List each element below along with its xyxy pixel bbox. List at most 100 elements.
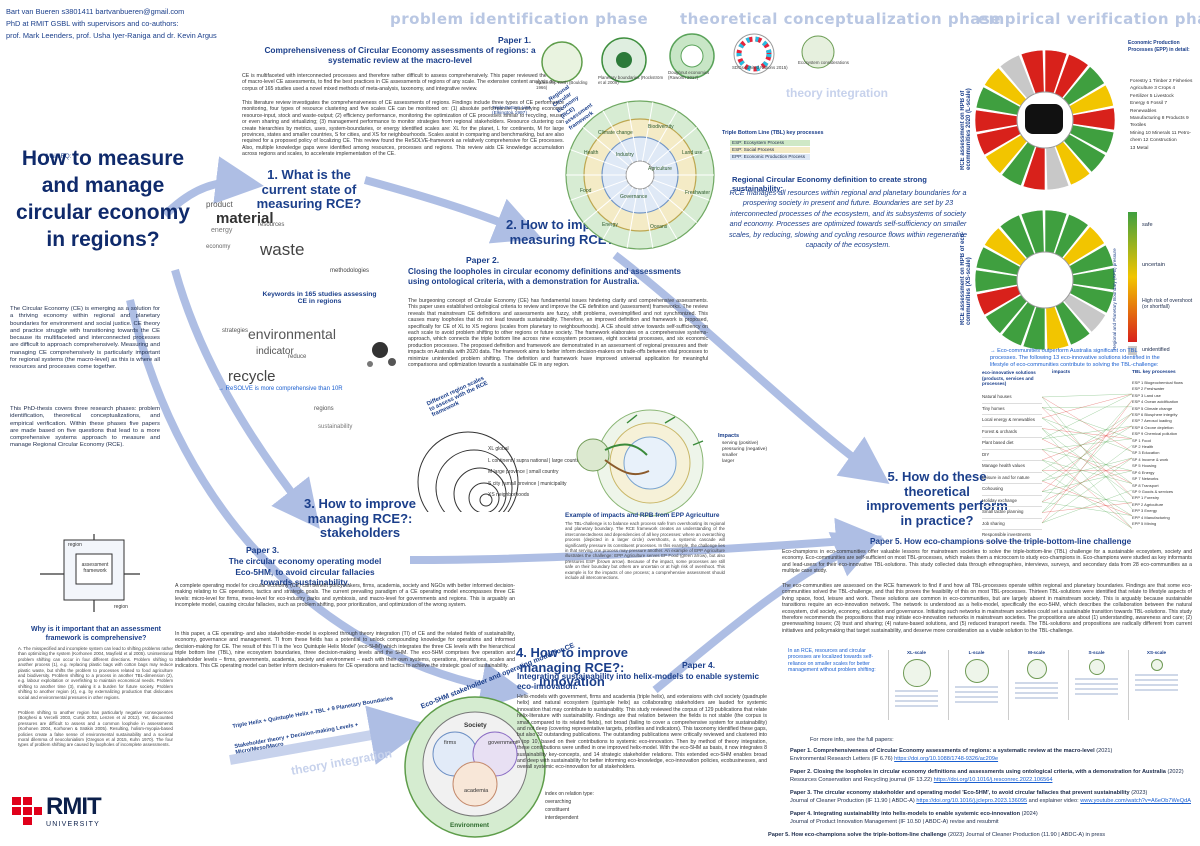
paper4-label: Paper 4. xyxy=(682,660,716,670)
word: product xyxy=(206,200,233,209)
paper2-title: Closing the loopholes in circular econom… xyxy=(408,267,681,286)
theory-frameworks xyxy=(541,33,835,83)
paper5-ref-year: (2023) Journal of Cleaner Production (11… xyxy=(946,832,1106,838)
paper3-ref-title: Paper 3. The circular economy stakeholde… xyxy=(790,790,1130,796)
australia-map-icon xyxy=(1025,104,1063,134)
paper1-body: This literature review investigates the … xyxy=(242,100,564,158)
solution-link xyxy=(1041,501,1133,516)
solution-link xyxy=(1041,480,1133,516)
helix-bar xyxy=(955,696,998,698)
tbl-item: EPP 1 Forestry xyxy=(1132,495,1160,501)
solution-link xyxy=(1041,457,1133,503)
epp-legend-item: Agriculture 3 Crops 4 Fertilizer 5 Lives… xyxy=(1130,86,1176,99)
paper1-doi-link[interactable]: https://doi.org/10.1088/1748-9326/ac209e xyxy=(894,756,999,762)
helix-column: L-scale xyxy=(948,650,1004,720)
segment-label: Oceans xyxy=(650,224,668,230)
helix-column: XL-scale xyxy=(888,650,944,720)
author-line: Bart van Bueren s3801411 bartvanbueren@g… xyxy=(6,7,185,16)
rmit-logo-mark xyxy=(12,797,42,831)
helix-bar xyxy=(895,705,938,707)
question-1: 1. What is the current state of measurin… xyxy=(256,167,362,212)
solution-item: Forest & orchards xyxy=(982,427,1042,438)
helix-bar xyxy=(1135,674,1178,676)
paper4-ref-year: (2024) xyxy=(1020,811,1038,817)
ecosystem-icon xyxy=(801,35,835,69)
wheel-hub xyxy=(1016,251,1074,309)
paper3-video-link[interactable]: www.youtube.com/watch?v=A6eOb7WeQdA xyxy=(1080,798,1191,804)
paper3-ref-journal: Journal of Cleaner Production (IF 11.90 … xyxy=(790,798,1191,805)
boundary-safe: safe xyxy=(1142,222,1153,228)
segment-label: Land use xyxy=(682,150,703,156)
eco5hm-level: academia xyxy=(464,788,489,794)
rce-spokes xyxy=(566,102,714,248)
tbl-label: Triple Bottom Line (Elkington 1997) xyxy=(492,106,531,116)
segment-label: Energy xyxy=(602,222,618,228)
solution-link xyxy=(1041,438,1133,450)
paper3-journal: Journal of Cleaner Production (IF 11.90 … xyxy=(790,798,915,804)
solution-item: Job sharing xyxy=(982,519,1042,530)
paper1-ref: Paper 1. Comprehensiveness of Circular E… xyxy=(790,748,1112,755)
rce-spoke xyxy=(570,149,628,171)
tbl-item: ESP 6 Biosphere integrity xyxy=(1132,412,1178,418)
solution-link xyxy=(1041,449,1133,471)
example-caption: Example of impacts and RPB from EPP Agri… xyxy=(565,512,720,519)
tbl-item: SP 5 Housing xyxy=(1132,463,1157,469)
paper1-ref-journal: Environmental Research Letters (IF 6.76)… xyxy=(790,756,998,763)
definition-text: RCE manages all resources within regiona… xyxy=(728,188,968,250)
solutions-diagram: eco-innovative solutions (products, serv… xyxy=(982,370,1187,542)
paper3-title: The circular economy operating model Eco… xyxy=(228,556,382,587)
solutions-note: → Eco-communities outperform Australia s… xyxy=(990,348,1160,368)
helix-column: S-scale xyxy=(1068,650,1124,720)
arrow-main-to-q1 xyxy=(162,156,264,218)
paper2-doi-link[interactable]: https://doi.org/10.1016/j.resconrec.2022… xyxy=(933,777,1053,783)
paper1-ref-title: Paper 1. Comprehensiveness of Circular E… xyxy=(790,748,1095,754)
paper4-ref: Paper 4. Integrating sustainability into… xyxy=(790,811,1038,818)
solution-link xyxy=(1041,457,1133,482)
solution-link xyxy=(1041,400,1133,503)
rce-chart-xs-scale xyxy=(974,209,1116,351)
wheel1-segments xyxy=(974,49,1116,191)
rce-spoke xyxy=(626,102,639,162)
helix-bar xyxy=(955,691,998,693)
solution-link xyxy=(1041,417,1133,484)
helix-bar xyxy=(1135,689,1178,691)
solution-link xyxy=(1041,470,1133,492)
solution-item: Responsible investments xyxy=(982,530,1042,542)
why-text-2: Problem shifting to another region has p… xyxy=(18,710,173,748)
helix-column-label: XS-scale xyxy=(1146,650,1167,655)
tbl-item: SP 2 Health xyxy=(1132,444,1154,450)
impacts-header: impacts xyxy=(1052,370,1071,375)
tbl-processes-title: Triple Bottom Line (TBL) key processes xyxy=(722,130,824,136)
problem-shifting-labels: region region assessment framework xyxy=(34,534,144,614)
tbl-item: ESP 4 Ocean acidification xyxy=(1132,399,1179,405)
word: resources xyxy=(258,222,285,228)
helix-column-label: L-scale xyxy=(968,650,985,655)
rce-chart-l-scale xyxy=(974,49,1116,191)
scales-diagram xyxy=(417,431,519,512)
rmit-logo: RMIT UNIVERSITY xyxy=(12,793,122,837)
paper5-ref-title: Paper 5. How eco-champions solve the tri… xyxy=(768,832,947,838)
impacts-title: Impacts xyxy=(718,433,740,439)
question-3: 3. How to improve managing RCE?: stakeho… xyxy=(304,496,416,541)
solution-link xyxy=(1041,413,1133,471)
solution-link xyxy=(1041,438,1133,484)
solution-link xyxy=(1041,489,1133,524)
word: reduce xyxy=(288,354,307,360)
solution-link xyxy=(1041,428,1133,497)
tbl-item: EPP 4 Manufacturing xyxy=(1132,514,1170,520)
paper4-title: Integrating sustainability into helix-mo… xyxy=(517,672,760,691)
tbl-item: EPP 3 Energy xyxy=(1132,508,1158,514)
solution-link xyxy=(1041,491,1133,503)
word: regions xyxy=(314,406,334,412)
strategy-cloud: environmental indicator recycle strategi… xyxy=(218,320,393,440)
epp-legend-item: Mining 10 Minerals 11 Petro-chem 12 Cons… xyxy=(1130,130,1191,144)
solution-item: Manage health values xyxy=(982,461,1042,473)
word: economy xyxy=(206,244,231,250)
rce-spoke xyxy=(641,188,654,248)
impacts-legend-item: smaller xyxy=(722,453,738,458)
paper3-doi-link[interactable]: https://doi.org/10.1016/j.jclepro.2023.1… xyxy=(916,798,1028,804)
tbl-item: ESP 5 Climate change xyxy=(1132,405,1173,411)
why-title: Why is it important that an assessment f… xyxy=(31,626,161,642)
